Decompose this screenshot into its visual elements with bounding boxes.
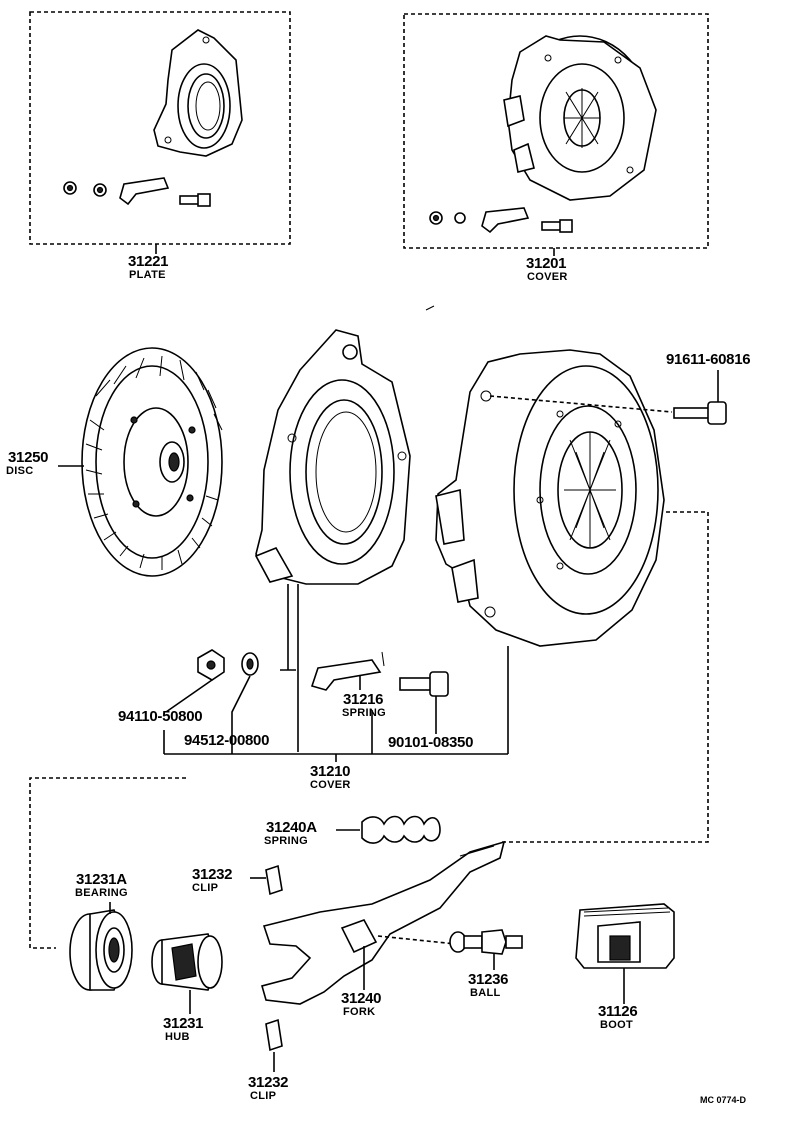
nut-94110-number: 94110-50800 (118, 708, 203, 725)
cover-number: 31210 (310, 763, 351, 780)
pressure-plate-drawing (254, 329, 411, 585)
boot-number: 31126 (598, 1003, 638, 1020)
clutch-cover-drawing (435, 349, 665, 647)
bolt-91611-drawing (673, 401, 727, 425)
hub-drawing (151, 933, 223, 991)
spring-31240A-number: 31240A (266, 819, 317, 836)
bearing-number: 31231A (76, 871, 127, 888)
bolt-90101-number: 90101-08350 (388, 734, 474, 751)
release-bearing-drawing (69, 909, 133, 991)
spring-31216-drawing (310, 651, 385, 691)
nut-94110-drawing (197, 649, 225, 681)
plate-kit-box (29, 11, 291, 254)
ball-number: 31236 (468, 971, 509, 988)
drawing-code: MC 0774-D (700, 1095, 747, 1105)
bolt-91611-number: 91611-60816 (666, 351, 751, 368)
release-fork-drawing (261, 840, 506, 1005)
pressure-plate-drawing (153, 29, 243, 157)
spring-31240A-drawing (361, 815, 441, 844)
spring-31216-name: SPRING (342, 707, 386, 719)
bolt-90101-drawing (399, 671, 449, 697)
plate-kit-number: 31221 (128, 253, 169, 270)
clip-bottom-name: CLIP (250, 1090, 277, 1102)
clip-bottom-drawing (265, 1018, 283, 1052)
cover-kit-box (403, 13, 709, 256)
boot-name: BOOT (600, 1019, 633, 1031)
cover-kit-cover-drawing (503, 35, 657, 201)
hub-name: HUB (165, 1031, 190, 1043)
disc-number: 31250 (8, 449, 49, 466)
spring-31240A-name: SPRING (264, 835, 308, 847)
fork-name: FORK (343, 1006, 376, 1018)
boot-drawing (575, 903, 675, 969)
cover-kit-hardware (429, 207, 573, 234)
clip-top-drawing (265, 864, 283, 896)
washer-94512-number: 94512-00800 (184, 732, 270, 749)
bearing-name: BEARING (75, 887, 128, 899)
hub-number: 31231 (163, 1015, 204, 1032)
plate-kit-hardware (63, 177, 211, 207)
clip-top-name: CLIP (192, 882, 219, 894)
spring-31216-number: 31216 (343, 691, 384, 708)
disc-name: DISC (6, 465, 34, 477)
plate-kit-name: PLATE (129, 269, 166, 281)
clip-top-number: 31232 (192, 866, 233, 883)
clutch-disc-drawing (81, 347, 223, 577)
cover-kit-number: 31201 (526, 255, 567, 272)
cover-kit-name: COVER (527, 271, 568, 283)
washer-94512-drawing (241, 652, 259, 676)
ball-stud-drawing (449, 929, 523, 955)
clip-bottom-number: 31232 (248, 1074, 289, 1091)
cover-name: COVER (310, 779, 351, 791)
fork-number: 31240 (341, 990, 382, 1007)
ball-name: BALL (470, 987, 501, 999)
